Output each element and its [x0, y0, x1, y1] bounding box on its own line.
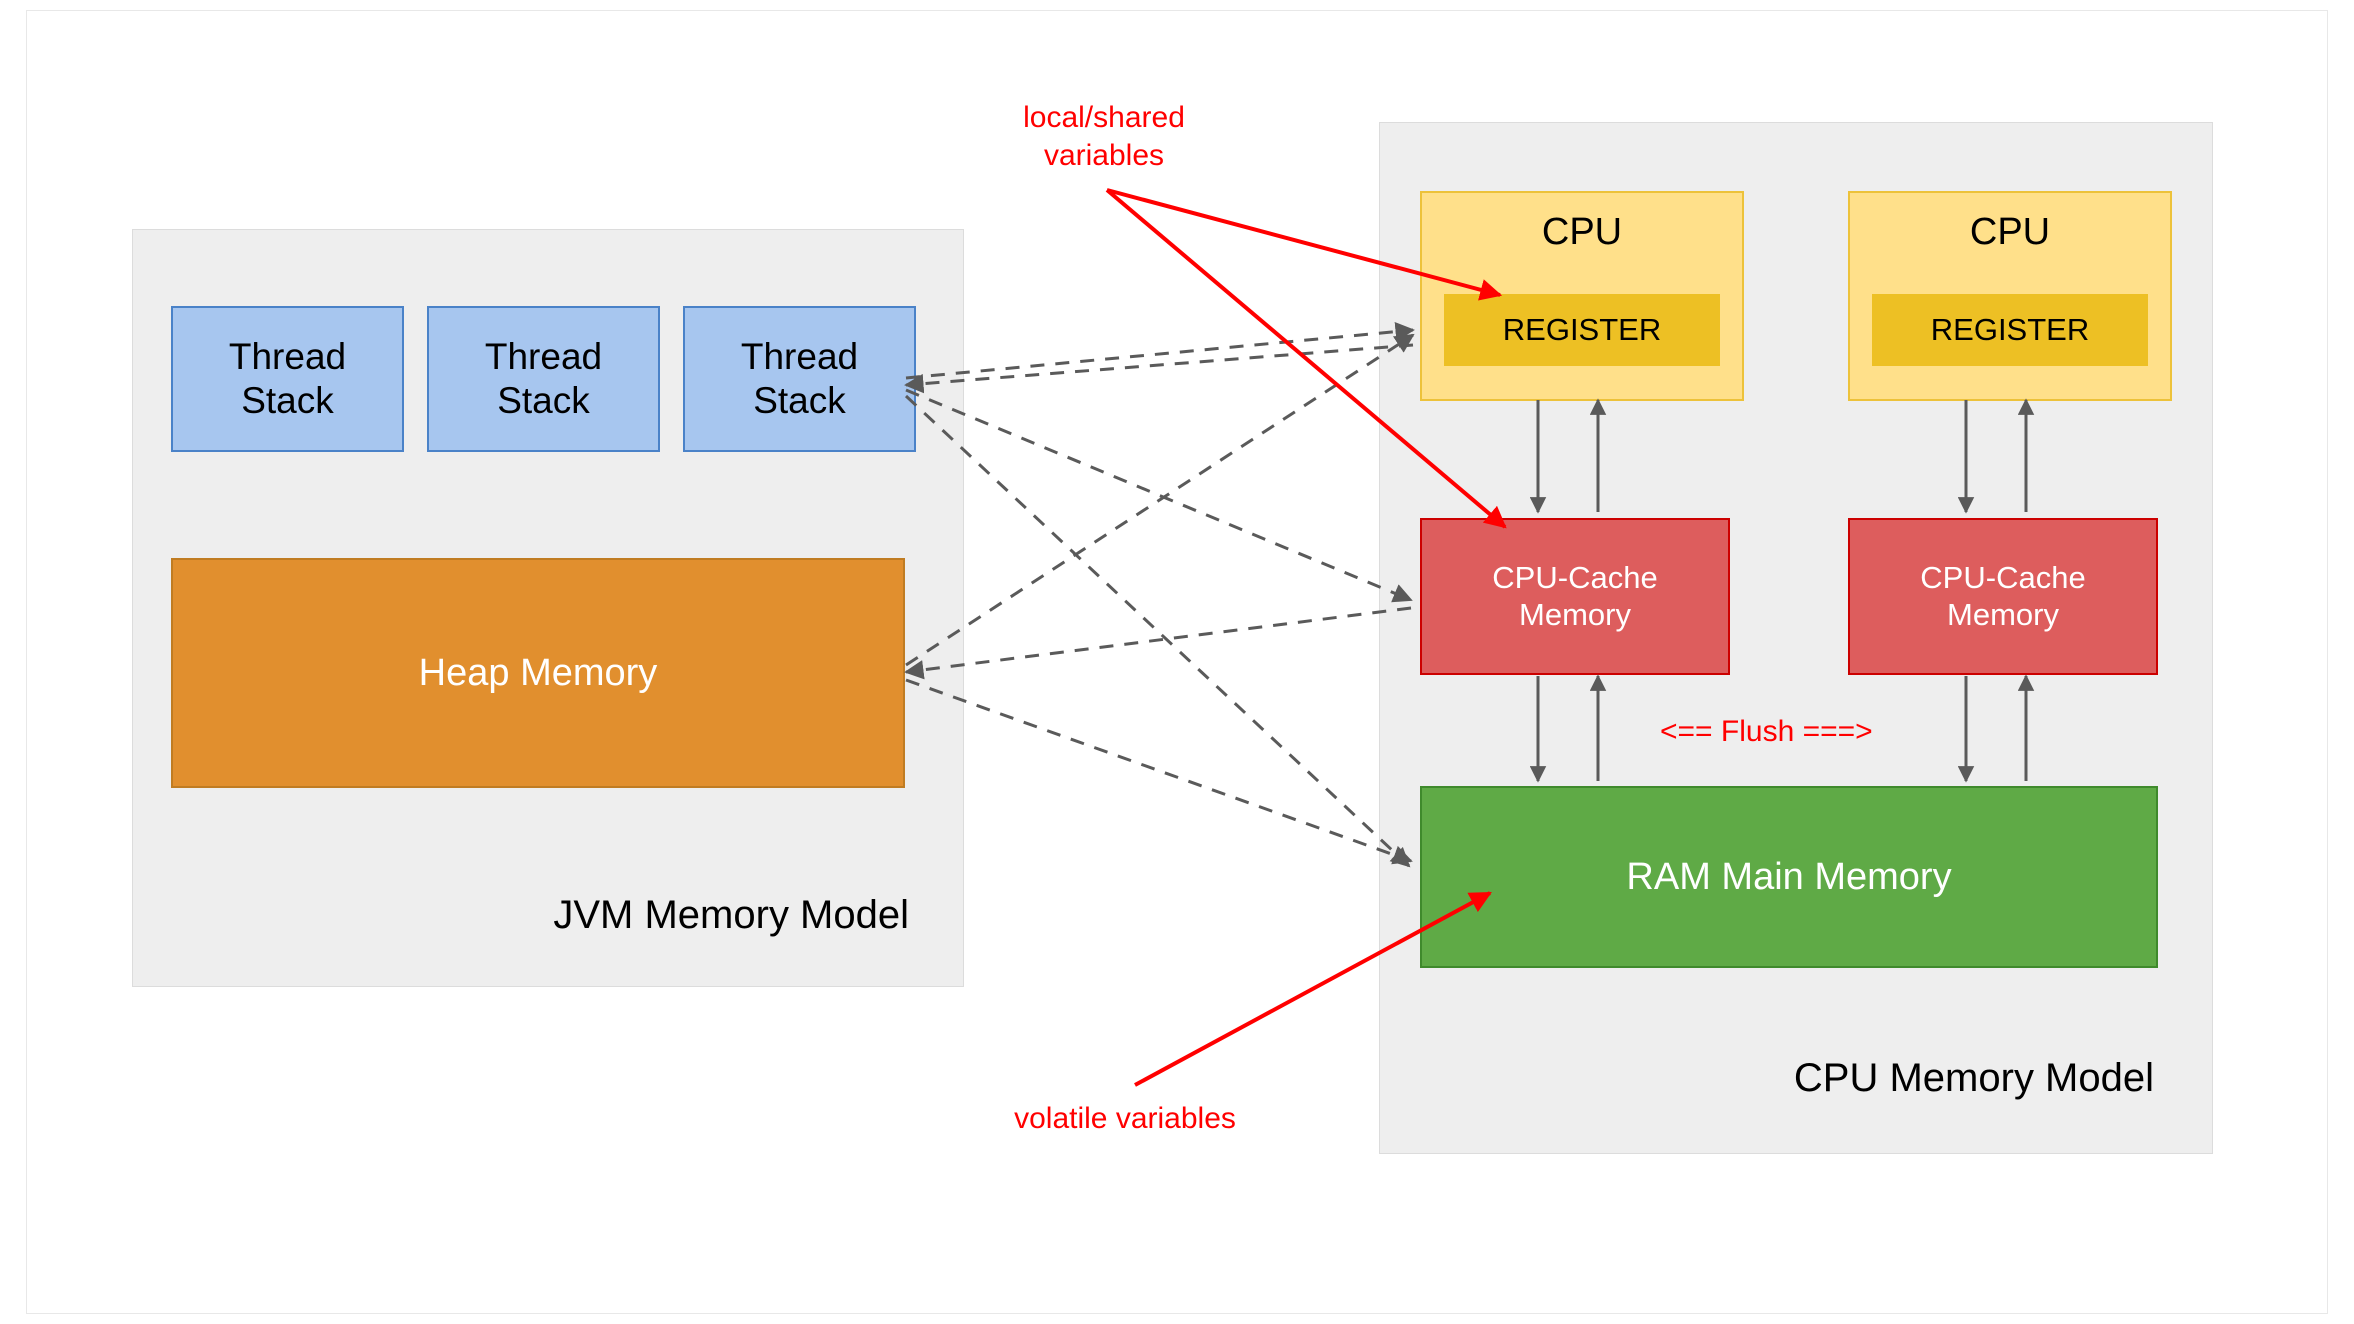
jvm-memory-model-group: Thread Stack Thread Stack Thread Stack H…	[132, 229, 964, 987]
ram-main-memory-box[interactable]: RAM Main Memory	[1420, 786, 2158, 968]
thread-stack-box-1[interactable]: Thread Stack	[171, 306, 404, 452]
cpu-memory-model-group: CPU REGISTER CPU REGISTER CPU-Cache Memo…	[1379, 122, 2213, 1154]
dashed-connector-group	[904, 321, 1415, 868]
jvm-memory-model-title: JVM Memory Model	[553, 893, 909, 937]
annotation-volatile-variables: volatile variables	[1014, 1102, 1236, 1135]
heap-memory-box[interactable]: Heap Memory	[171, 558, 905, 788]
cpu-label-1: CPU	[1541, 211, 1623, 253]
connector-heap-to-ram	[905, 678, 1413, 865]
annotation-local-shared-variables: local/shared variables	[1023, 101, 1185, 172]
register-box-2[interactable]: REGISTER	[1872, 294, 2148, 366]
cpu-box-2[interactable]: CPU REGISTER	[1848, 191, 2172, 401]
connector-cache-to-heap	[904, 606, 1412, 680]
connector-threadstack-to-register	[905, 321, 1415, 380]
connector-heap-to-register	[905, 333, 1415, 667]
cpu-cache-memory-box-2[interactable]: CPU-Cache Memory	[1848, 518, 2158, 675]
connector-threadstack-to-ram	[904, 394, 1411, 868]
annotation-flush: <== Flush ===>	[1660, 715, 1873, 748]
cpu-label-2: CPU	[1969, 211, 2051, 253]
cpu-memory-model-title: CPU Memory Model	[1793, 1056, 2154, 1100]
connector-threadstack-to-cache	[905, 388, 1413, 603]
thread-stack-box-2[interactable]: Thread Stack	[427, 306, 660, 452]
register-box-1[interactable]: REGISTER	[1444, 294, 1720, 366]
cpu-cache-memory-box-1[interactable]: CPU-Cache Memory	[1420, 518, 1730, 675]
connector-register-to-threadstack	[904, 343, 1414, 394]
thread-stack-box-3[interactable]: Thread Stack	[683, 306, 916, 452]
cpu-box-1[interactable]: CPU REGISTER	[1420, 191, 1744, 401]
